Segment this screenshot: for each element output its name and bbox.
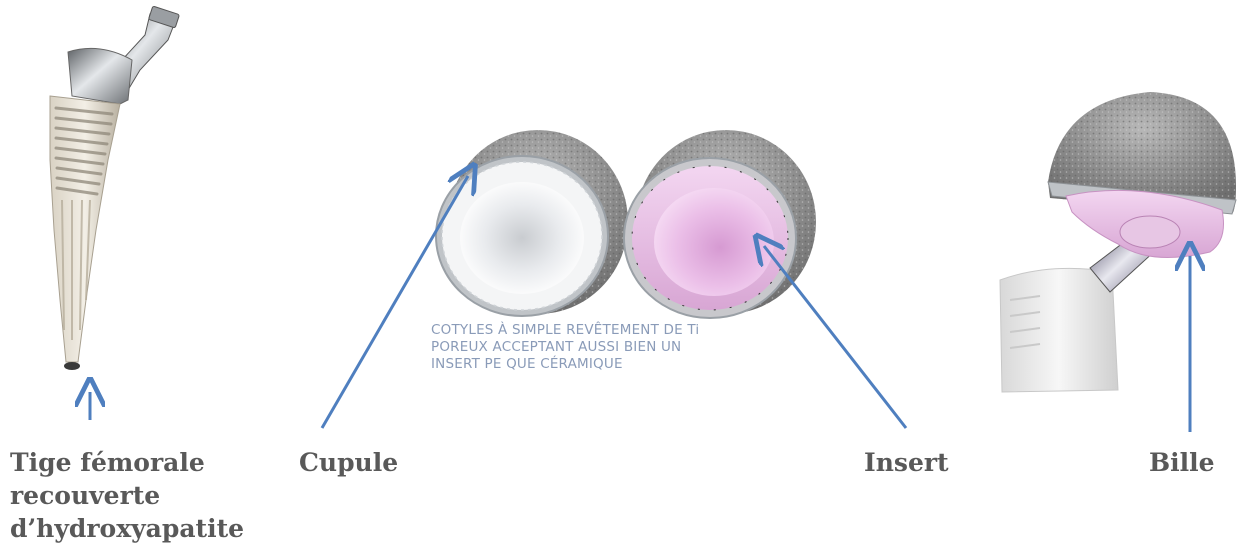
label-line: d’hydroxyapatite <box>10 512 244 545</box>
insert-illustration <box>624 130 816 318</box>
caption-line: INSERT PE QUE CÉRAMIQUE <box>431 356 831 373</box>
label-femoral-stem: Tige fémorale recouverte d’hydroxyapatit… <box>10 446 244 545</box>
label-cup: Cupule <box>299 446 398 479</box>
caption-line: POREUX ACCEPTANT AUSSI BIEN UN <box>431 339 831 356</box>
cup-caption: COTYLES À SIMPLE REVÊTEMENT DE Ti POREUX… <box>431 322 831 373</box>
ball-assembly-illustration <box>1000 92 1236 392</box>
label-ball: Bille <box>1149 446 1215 479</box>
label-insert: Insert <box>864 446 949 479</box>
femoral-stem-illustration <box>50 6 179 370</box>
caption-line: COTYLES À SIMPLE REVÊTEMENT DE Ti <box>431 322 831 339</box>
cup-illustration <box>436 130 628 316</box>
arrow-to-cup <box>322 176 468 428</box>
label-line: Tige fémorale <box>10 446 244 479</box>
label-line: recouverte <box>10 479 244 512</box>
